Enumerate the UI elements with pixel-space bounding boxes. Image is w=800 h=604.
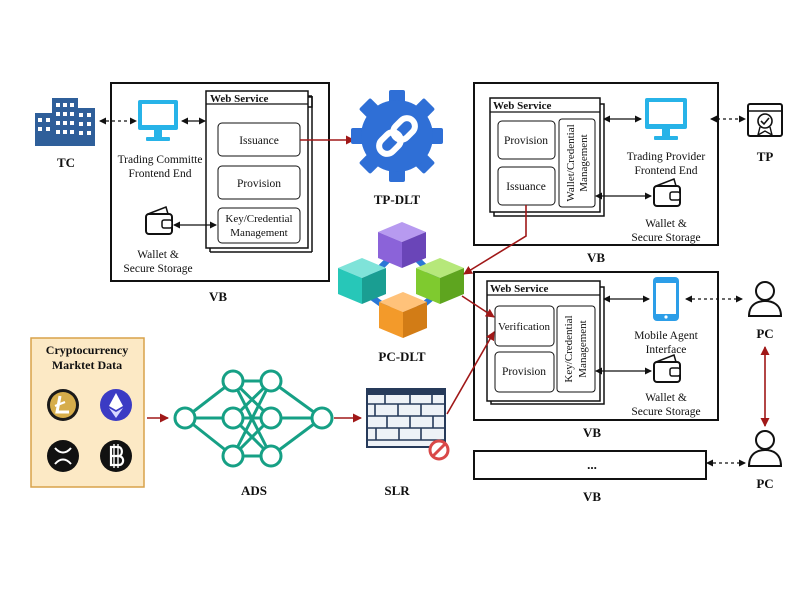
tc-wallet-icon: [145, 206, 173, 235]
tc-provision-label: Provision: [237, 178, 281, 190]
pc-mobile-line1: Mobile Agent: [634, 330, 698, 342]
tc-provision-box: [217, 165, 301, 200]
tp-issuance-label: Issuance: [506, 181, 546, 193]
tc-key-management-box: [217, 207, 301, 244]
vb-tc-container: [110, 82, 330, 282]
slr-label: SLR: [384, 483, 410, 498]
vb-tp-web-service-title: Web Service: [493, 100, 551, 112]
tc-key-line1: Key/Credential: [225, 213, 292, 225]
slr-blocked-icon: [428, 439, 450, 461]
vb-extra-ellipsis: ...: [587, 457, 597, 472]
tc-label: TC: [57, 155, 75, 170]
pc-provision-box: [494, 351, 555, 393]
tp-provision-box: [497, 120, 556, 160]
pc-upper-label: PC: [756, 326, 773, 341]
tc-issuance-label: Issuance: [239, 135, 279, 147]
tp-label: TP: [757, 149, 774, 164]
xrp-icon: [47, 440, 79, 472]
ethereum-icon: [100, 389, 132, 421]
pc-lower-person-icon: [747, 430, 783, 467]
tp-frontend-line1: Trading Provider: [627, 151, 706, 163]
tc-monitor-icon: [138, 100, 178, 141]
tp-wallet-mgmt-line2: Management: [578, 134, 590, 191]
pc-wallet-line2: Secure Storage: [631, 406, 700, 418]
slr-firewall-icon: [366, 388, 446, 448]
pc-wallet-line1: Wallet &: [645, 392, 687, 404]
pc-dlt-blockchain-icon: [338, 222, 464, 338]
slr-to-verification-arrow: [446, 331, 495, 415]
crypto-title-line2: Marktet Data: [52, 358, 122, 372]
vb-pc-label: VB: [583, 425, 601, 440]
tp-monitor-icon: [645, 98, 687, 140]
vb-tc-label: VB: [209, 289, 227, 304]
tp-frontend-line2: Frontend End: [635, 165, 698, 177]
pc-verification-box: [494, 305, 555, 347]
pc-key-line1: Key/Credential: [563, 315, 575, 382]
pc-key-line2: Management: [577, 320, 589, 377]
pc-dlt-label: PC-DLT: [378, 349, 426, 364]
tc-wallet-line2: Secure Storage: [123, 263, 192, 275]
vb-extra-label: VB: [583, 489, 601, 504]
pc-upper-person-icon: [747, 281, 783, 317]
pc-lower-label: PC: [756, 476, 773, 491]
pc-provision-label: Provision: [502, 366, 546, 378]
tp-wallet-icon: [653, 178, 681, 207]
tp-wallet-mgmt-line1: Wallet/Credential: [565, 124, 577, 201]
tp-provision-label: Provision: [504, 135, 548, 147]
tc-wallet-line1: Wallet &: [137, 249, 179, 261]
pcdlt-to-verification-arrow: [461, 295, 495, 318]
vb-tp-container: [473, 82, 719, 246]
tp-wallet-line1: Wallet &: [645, 218, 687, 230]
vb-tp-label: VB: [587, 250, 605, 265]
pc-mobile-line2: Interface: [646, 344, 687, 356]
tp-wallet-management-box: [558, 118, 596, 208]
tc-building-icon: [35, 98, 95, 146]
tp-dlt-label: TP-DLT: [374, 192, 421, 207]
pc-verification-label: Verification: [498, 321, 550, 333]
vb-pc-web-service-title: Web Service: [490, 283, 548, 295]
crypto-title-line1: Cryptocurrency: [46, 343, 128, 357]
bitcoin-icon: [100, 440, 132, 472]
pc-wallet-icon: [653, 354, 681, 383]
tp-issuance-to-pcdlt-arrow: [463, 205, 527, 275]
litecoin-icon: [47, 389, 79, 421]
vb-tc-web-service-title: Web Service: [210, 93, 268, 105]
tc-frontend-line1: Trading Committe: [118, 154, 203, 166]
vb-pc-container: [473, 271, 719, 421]
tp-wallet-line2: Secure Storage: [631, 232, 700, 244]
tp-dlt-gear-chain-icon: [351, 90, 443, 182]
ads-label: ADS: [241, 483, 267, 498]
pc-mobile-phone-icon: [653, 277, 679, 321]
tc-key-line2: Management: [230, 227, 287, 239]
tc-frontend-line2: Frontend End: [129, 168, 192, 180]
ads-neural-network-icon: [173, 369, 334, 468]
tp-certificate-icon: [747, 103, 783, 137]
pc-key-management-box: [556, 305, 596, 393]
